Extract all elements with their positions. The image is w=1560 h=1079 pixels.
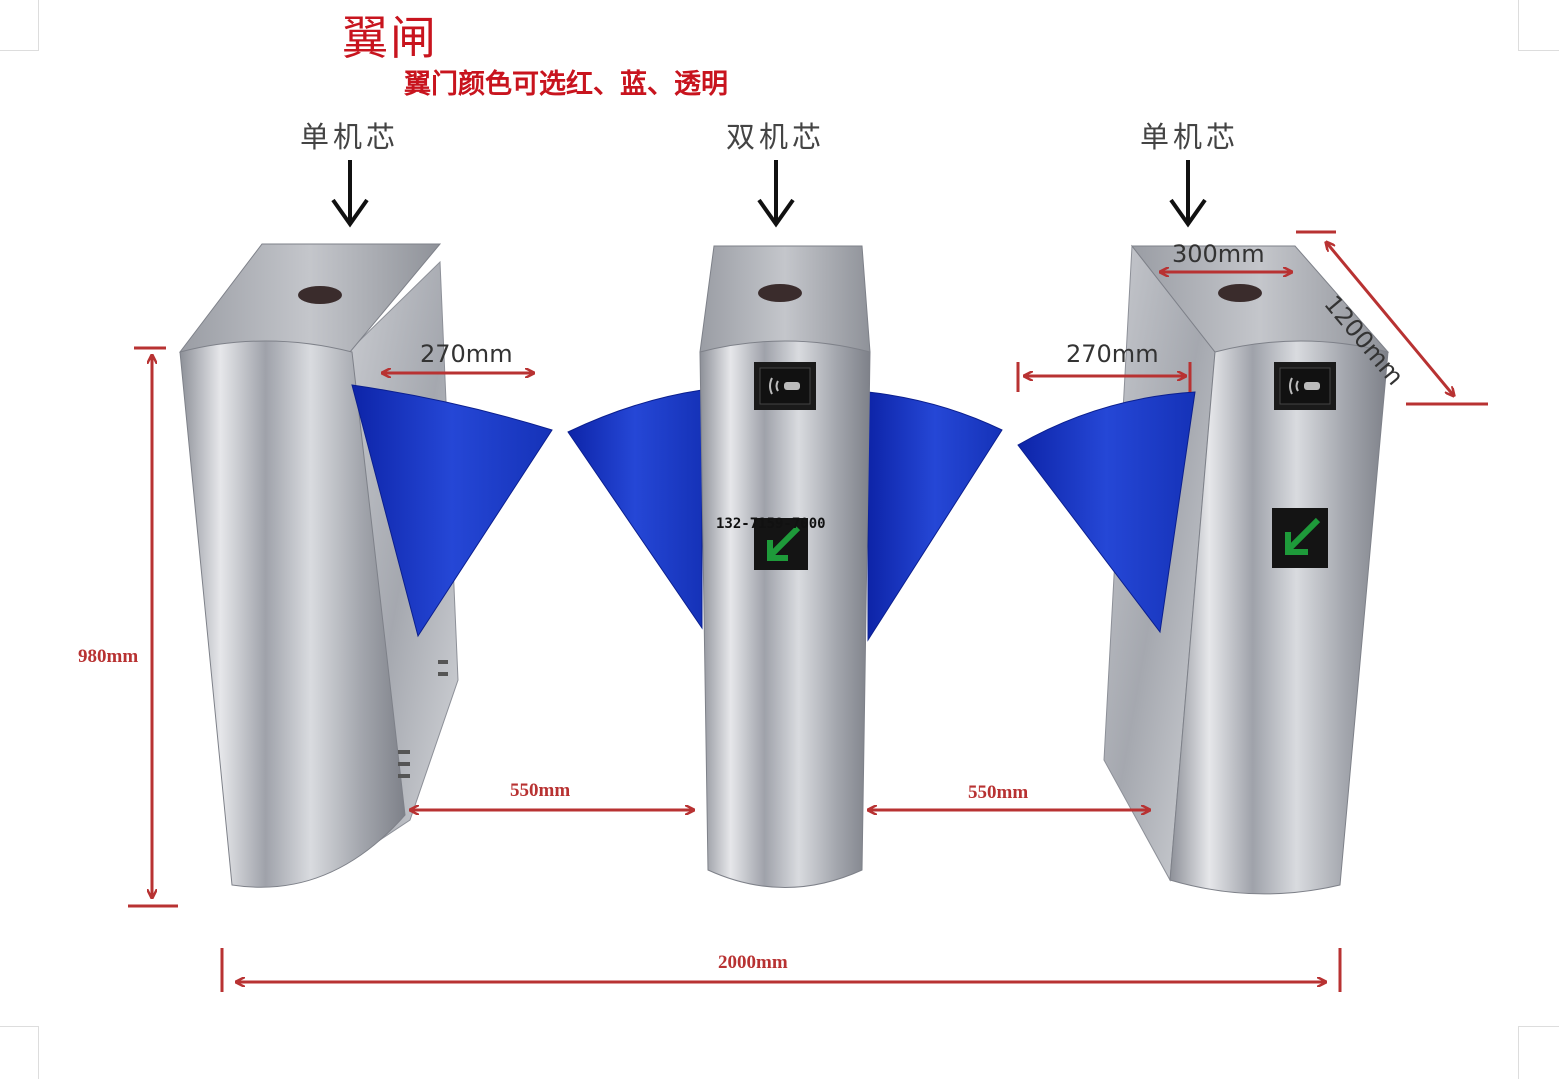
middle-core-label: 双机芯 — [726, 120, 826, 154]
top-width-dimension-label: 300mm — [1172, 240, 1265, 268]
phone-watermark: 132-7159-7000 — [716, 516, 826, 532]
corner-mark-bottom-left — [0, 1026, 39, 1079]
left-turnstile-unit — [178, 243, 553, 888]
corner-mark-bottom-right — [1518, 1026, 1559, 1079]
rfid-reader-icon — [754, 362, 816, 410]
middle-unit-sensor — [758, 284, 802, 302]
middle-left-blue-flap — [567, 389, 703, 630]
right-gap-dimension-label: 550mm — [968, 782, 1029, 803]
right-flap-dimension-label: 270mm — [1066, 340, 1159, 368]
color-note: 翼门颜色可选红、蓝、透明 — [404, 69, 728, 100]
rfid-reader-icon — [1274, 362, 1336, 410]
left-unit-sensor — [298, 286, 342, 304]
dimension-lines — [128, 230, 1488, 992]
right-unit-blue-flap — [1017, 391, 1196, 634]
left-core-label: 单机芯 — [300, 120, 400, 154]
page-title: 翼闸 — [342, 11, 438, 65]
down-arrow-icon — [757, 160, 795, 228]
left-unit-front — [179, 340, 406, 888]
corner-mark-top-left — [0, 0, 39, 51]
down-arrow-icon — [331, 160, 369, 228]
right-turnstile-unit — [1017, 244, 1390, 895]
middle-right-blue-flap — [867, 391, 1003, 642]
down-arrow-icon — [1169, 160, 1207, 228]
height-dimension-label: 980mm — [78, 646, 139, 667]
green-direction-arrow-icon — [754, 518, 808, 570]
green-direction-arrow-icon — [1272, 508, 1328, 568]
middle-turnstile-unit — [567, 245, 1003, 888]
corner-mark-top-right — [1518, 0, 1559, 51]
right-core-label: 单机芯 — [1140, 120, 1240, 154]
left-unit-blue-flap — [351, 384, 553, 638]
total-width-dimension-label: 2000mm — [718, 952, 788, 973]
middle-unit-front — [699, 340, 871, 888]
right-unit-sensor — [1218, 284, 1262, 302]
right-unit-front — [1169, 340, 1389, 895]
left-flap-dimension-label: 270mm — [420, 340, 513, 368]
left-gap-dimension-label: 550mm — [510, 780, 571, 801]
